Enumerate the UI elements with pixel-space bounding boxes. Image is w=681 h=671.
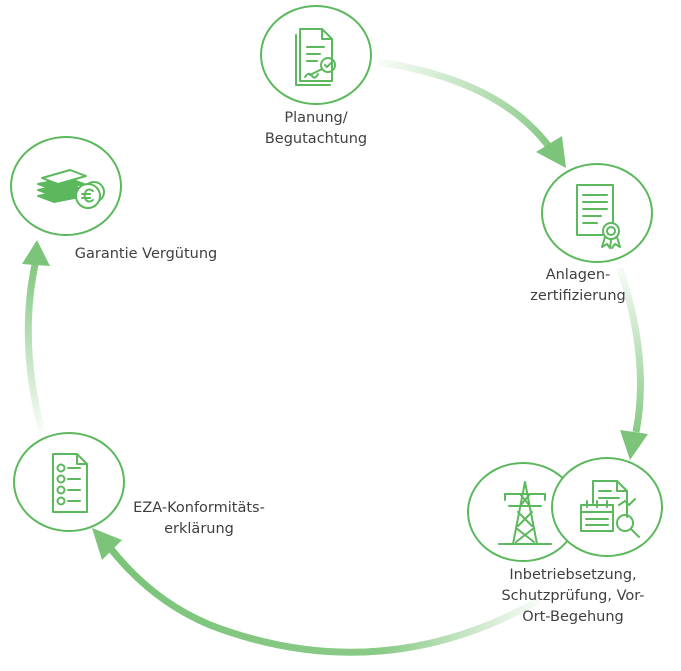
arrowhead-4 — [22, 240, 50, 266]
step-planung-label-line-1: Planung/ — [284, 110, 348, 126]
inspection-document-icon — [580, 480, 640, 538]
step-zertifizierung-label: Anlagen- zertifizierung — [513, 265, 643, 307]
step-garantie-circle — [10, 136, 122, 236]
step-inbetriebsetzung-label: Inbetriebsetzung, Schutzprüfung, Vor- Or… — [478, 565, 668, 628]
step-inbetriebsetzung-label-line-1: Inbetriebsetzung, — [509, 567, 637, 583]
step-garantie-label: Garantie Vergütung — [62, 244, 230, 265]
step-inbetriebsetzung-label-line-2: Schutzprüfung, Vor- — [501, 588, 645, 604]
arrowhead-3 — [92, 528, 122, 560]
money-euro-icon — [37, 169, 105, 209]
arrow-inbetriebsetzung-to-eza — [105, 542, 542, 656]
step-eza-label: EZA-Konformitäts- erklärung — [124, 498, 274, 540]
step-zertifizierung-circle — [541, 163, 653, 263]
document-pen-icon — [295, 28, 336, 86]
certificate-icon — [576, 184, 621, 249]
step-planung-label-line-2: Begutachtung — [264, 131, 368, 147]
step-garantie-label-line-1: Garantie Vergütung — [74, 246, 218, 262]
step-eza-label-line-1: EZA-Konformitäts- — [133, 500, 265, 516]
step-planung-circle — [260, 5, 372, 105]
step-zertifizierung-label-line-1: Anlagen- — [545, 267, 611, 283]
step-eza-label-line-2: erklärung — [164, 521, 234, 537]
arrow-eza-to-garantie — [24, 259, 46, 433]
step-zertifizierung-label-line-2: zertifizierung — [530, 288, 626, 304]
arrowhead-1 — [536, 136, 566, 168]
checklist-icon — [52, 453, 88, 513]
arrowhead-2 — [620, 430, 648, 460]
step-planung-label: Planung/ Begutachtung — [245, 108, 387, 150]
arrow-zertifizierung-to-inbetriebsetzung — [616, 266, 644, 433]
power-tower-icon — [498, 481, 552, 545]
arrow-planung-to-zertifizierung — [377, 58, 553, 151]
step-inbetriebsetzung-label-line-3: Ort-Begehung — [522, 609, 624, 625]
step-inbetriebsetzung-circle-inspection — [551, 457, 663, 557]
step-eza-circle — [13, 432, 125, 532]
